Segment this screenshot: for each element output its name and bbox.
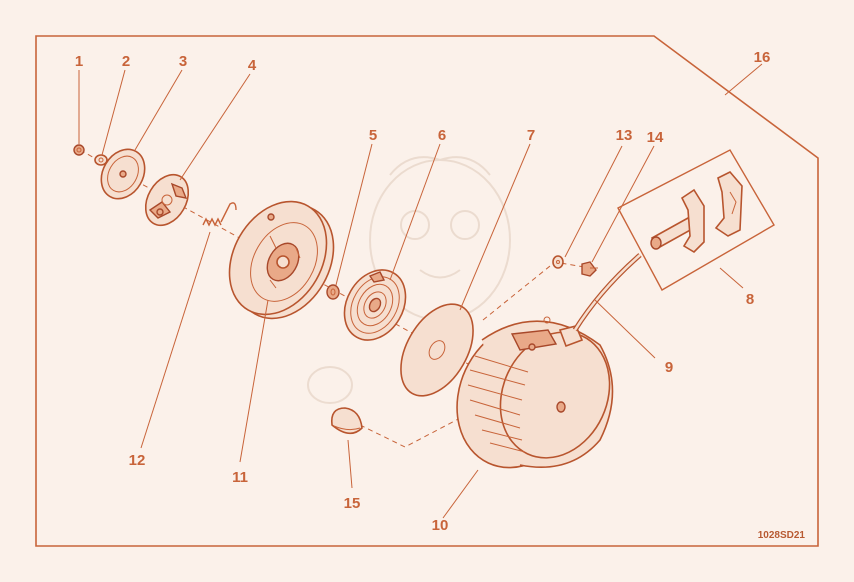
frame-border — [35, 35, 819, 547]
callout-2[interactable]: 2 — [122, 53, 130, 70]
assembly-axis-line — [79, 149, 471, 366]
part-4-ratchet-pawl[interactable] — [137, 167, 197, 233]
callout-10[interactable]: 10 — [432, 517, 449, 534]
part-14-bolt[interactable] — [581, 261, 598, 277]
callout-1[interactable]: 1 — [75, 53, 83, 70]
part-11-pulley[interactable] — [210, 184, 353, 336]
part-8-handle-group[interactable] — [617, 149, 775, 291]
callout-12[interactable]: 12 — [129, 452, 146, 469]
part-15-cap[interactable] — [330, 407, 363, 435]
part-13-washer[interactable] — [552, 255, 564, 269]
callout-5[interactable]: 5 — [369, 127, 377, 144]
part-9-rope[interactable] — [572, 253, 642, 332]
part-3-cover-plate[interactable] — [93, 141, 154, 206]
part-12-spring[interactable] — [202, 202, 237, 227]
callout-13[interactable]: 13 — [616, 127, 633, 144]
part-1-nut[interactable] — [73, 144, 85, 156]
callout-3[interactable]: 3 — [179, 53, 187, 70]
part-10-starter-housing[interactable] — [434, 302, 630, 489]
part-7-gasket[interactable] — [386, 292, 488, 409]
callout-8[interactable]: 8 — [746, 291, 754, 308]
callout-11[interactable]: 11 — [232, 469, 248, 486]
part-6-recoil-spring[interactable] — [332, 259, 417, 351]
callout-16[interactable]: 16 — [754, 49, 771, 66]
callout-15[interactable]: 15 — [344, 495, 361, 512]
leader-lines — [78, 63, 763, 519]
callout-14[interactable]: 14 — [647, 129, 664, 146]
part-2-washer[interactable] — [94, 154, 108, 166]
callout-7[interactable]: 7 — [527, 127, 535, 144]
callout-4[interactable]: 4 — [248, 57, 257, 74]
callout-9[interactable]: 9 — [665, 359, 673, 376]
part-5-washer[interactable] — [326, 284, 340, 300]
callout-labels: 1 2 3 4 5 6 7 8 9 10 11 12 13 14 15 16 — [75, 49, 771, 534]
bolt-axis-line — [482, 261, 591, 321]
callout-6[interactable]: 6 — [438, 127, 446, 144]
drawing-code: 1028SD21 — [758, 530, 806, 541]
